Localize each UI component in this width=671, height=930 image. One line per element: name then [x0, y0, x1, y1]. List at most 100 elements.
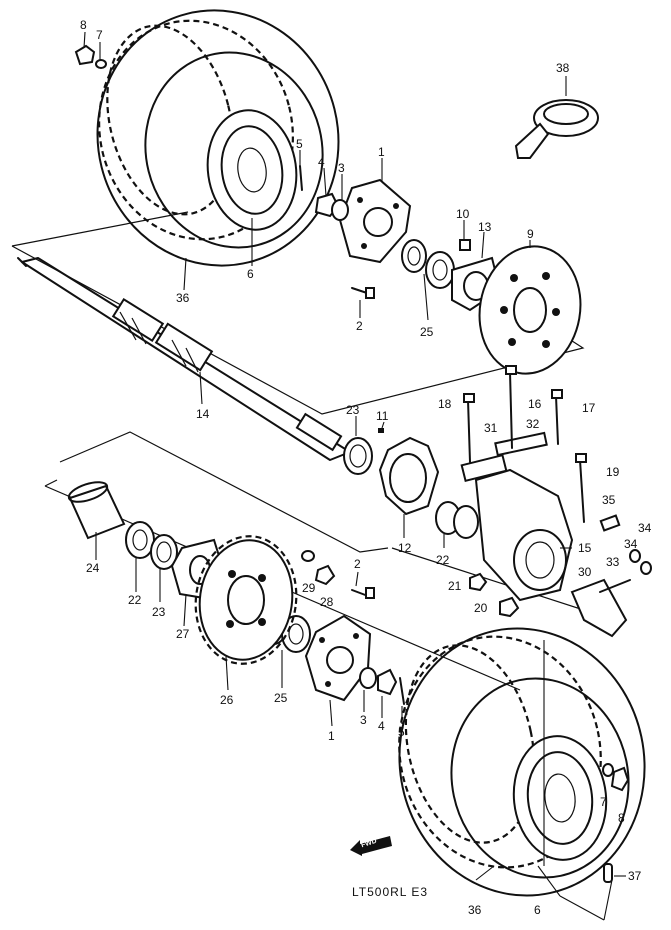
callout-3-lower: 3	[360, 713, 367, 727]
model-caption: LT500RL E3	[352, 885, 429, 899]
adjuster-plate-30	[570, 578, 628, 638]
callout-13: 13	[478, 220, 492, 234]
rim-upper	[206, 109, 298, 231]
callout-12: 12	[398, 541, 412, 555]
callout-36-lower: 36	[468, 903, 482, 917]
callout-32: 32	[526, 417, 540, 431]
nut-8-upper	[74, 44, 96, 66]
bolt-17	[555, 395, 559, 445]
axle-housing-15	[435, 365, 621, 602]
callout-26: 26	[220, 693, 234, 707]
callout-8-lower: 8	[618, 811, 625, 825]
callout-3: 3	[338, 161, 345, 175]
callout-10: 10	[456, 207, 470, 221]
callout-28: 28	[320, 595, 334, 609]
bolt-19	[579, 459, 585, 523]
callout-24: 24	[86, 561, 100, 575]
callout-7-lower: 7	[600, 795, 607, 809]
clip-11	[378, 428, 384, 433]
brake-disc-9	[478, 245, 582, 375]
callout-18: 18	[438, 397, 452, 411]
callout-23-lower: 23	[152, 605, 166, 619]
callout-2: 2	[356, 319, 363, 333]
bolts-2	[351, 287, 375, 599]
washer-7-lower	[602, 763, 614, 777]
seal-23-lower	[150, 534, 178, 570]
callout-38: 38	[556, 61, 570, 75]
wheel-hub-lower	[304, 614, 372, 702]
spacer-24	[68, 484, 126, 540]
bolt-10	[459, 239, 471, 251]
callout-36: 36	[176, 291, 190, 305]
callout-16: 16	[528, 397, 542, 411]
bearing-22-lower	[125, 521, 155, 559]
cotter-pin-5-upper	[299, 165, 303, 191]
callout-29: 29	[302, 581, 316, 595]
callout-23: 23	[346, 403, 360, 417]
bolt-33	[599, 579, 631, 593]
leader-lines	[83, 31, 626, 921]
washer-3-lower	[359, 667, 377, 689]
axle-seals-upper	[343, 428, 440, 516]
callout-37: 37	[628, 869, 642, 883]
callout-35: 35	[602, 493, 616, 507]
rear-tire-lower	[398, 627, 646, 897]
callout-25: 25	[420, 325, 434, 339]
nut-20	[499, 596, 520, 618]
chain-adjuster	[469, 549, 652, 638]
callout-15: 15	[578, 541, 592, 555]
valve-37	[603, 863, 613, 883]
washer-7-upper	[95, 59, 107, 69]
adjuster-35	[599, 514, 621, 532]
nut-4-lower	[377, 668, 398, 696]
nut-28	[314, 564, 336, 586]
washer-29	[301, 550, 315, 562]
callout-33: 33	[606, 555, 620, 569]
nut-8-lower	[610, 766, 630, 792]
callout-7: 7	[96, 28, 103, 42]
callout-21: 21	[448, 579, 462, 593]
callout-14: 14	[196, 407, 210, 421]
callout-34-a: 34	[638, 521, 652, 535]
callout-31: 31	[484, 421, 498, 435]
washer-3-upper	[331, 199, 349, 221]
callout-9: 9	[527, 227, 534, 241]
callout-1: 1	[378, 145, 385, 159]
bearings-25-upper	[401, 239, 455, 289]
rear-sprocket-26	[194, 535, 336, 665]
forward-arrow-icon	[350, 836, 392, 856]
callout-6-lower: 6	[534, 903, 541, 917]
callout-22: 22	[128, 593, 142, 607]
callout-22-lower: 22	[436, 553, 450, 567]
callout-labels: 8 7 38 5 4 3 1 10 13 9 6 36 2 25 18 16 1…	[80, 18, 652, 917]
rear-tire-upper	[96, 9, 340, 267]
seal-23-upper	[343, 437, 373, 475]
callout-30: 30	[578, 565, 592, 579]
callout-6: 6	[247, 267, 254, 281]
tire-pressure-gauge-38	[514, 99, 599, 159]
wheel-hub-upper	[338, 178, 412, 264]
callout-27: 27	[176, 627, 190, 641]
callout-8: 8	[80, 18, 87, 32]
nut-21	[469, 572, 488, 592]
callout-1-lower: 1	[328, 729, 335, 743]
callout-4: 4	[318, 155, 325, 169]
callout-20: 20	[474, 601, 488, 615]
callout-25-lower: 25	[274, 691, 288, 705]
callout-19: 19	[606, 465, 620, 479]
plate-31	[460, 453, 508, 483]
callout-2-lower: 2	[354, 557, 361, 571]
callout-5: 5	[296, 137, 303, 151]
callout-17: 17	[582, 401, 596, 415]
nut-34a	[629, 549, 641, 563]
callout-34-b: 34	[624, 537, 638, 551]
plate-32	[494, 431, 548, 457]
bolt-18	[467, 399, 471, 463]
sprocket-side-parts	[67, 481, 226, 600]
callout-11: 11	[376, 409, 389, 423]
nut-34b	[640, 561, 652, 575]
bolt-16	[509, 371, 513, 449]
callout-5-lower: 5	[398, 725, 405, 739]
callout-4-lower: 4	[378, 719, 385, 733]
